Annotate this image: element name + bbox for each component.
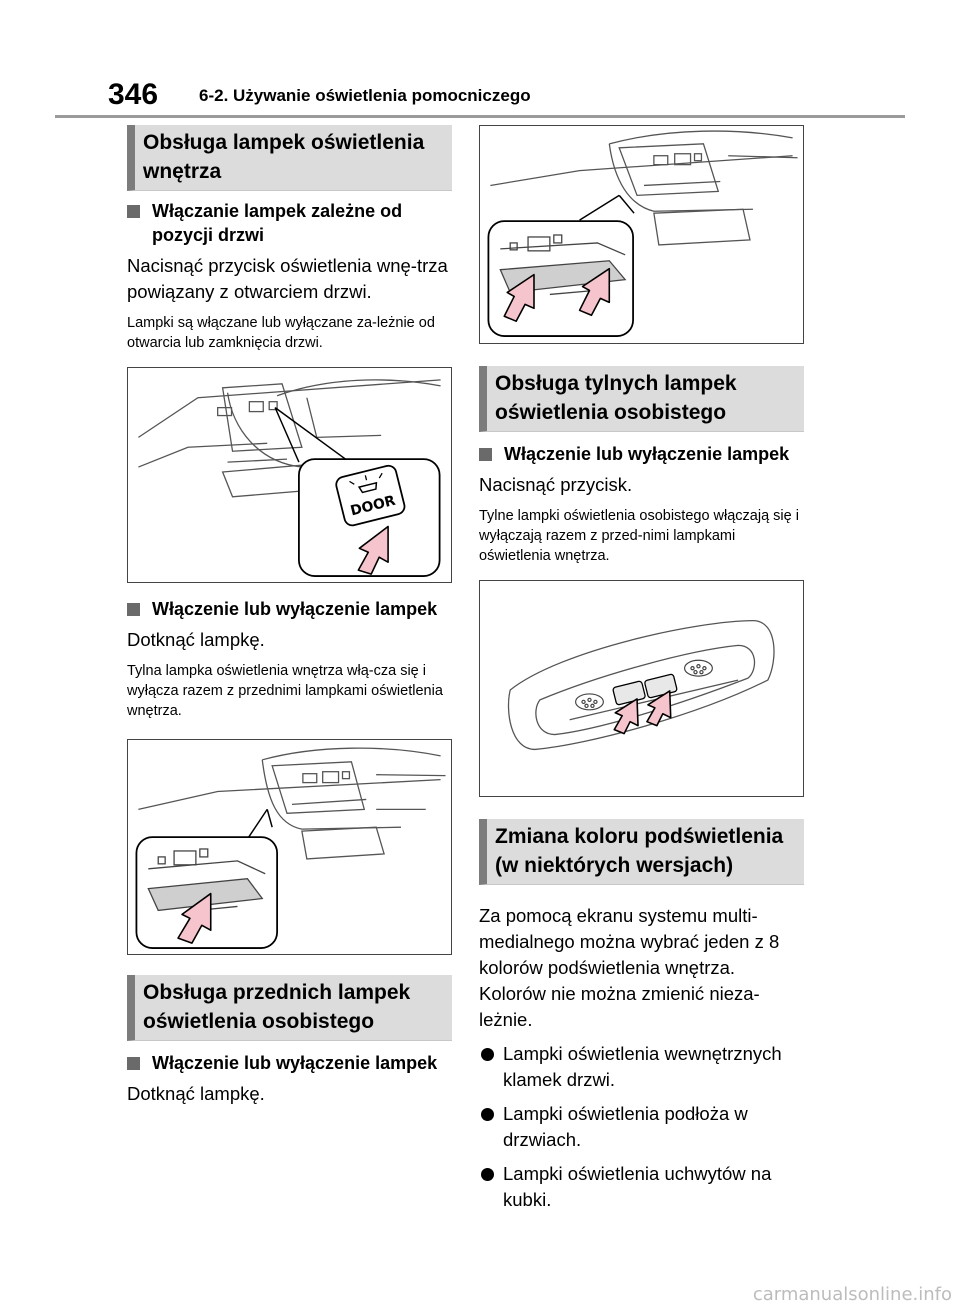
list-item-text: Lampki oświetlenia podłoża w drzwiach. <box>503 1103 748 1150</box>
reading-lamp-left-icon <box>575 693 604 711</box>
subheading-on-off: Włączenie lub wyłączenie lampek <box>127 1051 452 1075</box>
header-title: 6-2. Używanie oświetlenia pomocniczego <box>199 86 531 105</box>
header-rule <box>55 115 905 118</box>
subheading-on-off: Włączenie lub wyłączenie lampek <box>127 597 452 621</box>
rear-personal-lamps-illustration <box>507 619 775 751</box>
figure-door-button: DOOR <box>127 367 452 583</box>
body-text: Dotknąć lampkę. <box>127 1083 265 1104</box>
reading-lamp-right-icon <box>684 659 713 677</box>
body-text: Za pomocą ekranu systemu multi-medialneg… <box>479 905 780 1030</box>
subheading-text: Włączenie lub wyłączenie lampek <box>152 599 438 619</box>
note-text: Lampki są włączane lub wyłączane za-leżn… <box>127 315 435 351</box>
round-bullet-icon <box>481 1048 494 1061</box>
list-item-text: Lampki oświetlenia wewnętrznych klamek d… <box>503 1043 782 1090</box>
right-column: Obsługa tylnych lampek oświetlenia osobi… <box>479 125 804 1213</box>
list-item-text: Lampki oświetlenia uchwytów na kubki. <box>503 1163 772 1210</box>
subheading-on-off: Włączenie lub wyłączenie lampek <box>479 442 804 466</box>
press-arrow-icon <box>357 525 389 575</box>
left-column: Obsługa lampek oświetlenia wnętrza Włącz… <box>127 125 452 1107</box>
watermark: carmanualsonline.info <box>752 1284 952 1305</box>
section-heading-ambient-color: Zmiana koloru podświetlenia (w niektóryc… <box>479 819 804 885</box>
press-arrow-icon <box>646 690 672 727</box>
square-bullet-icon <box>479 448 492 461</box>
press-arrow-icon <box>578 267 611 317</box>
section-heading-front-personal-lights: Obsługa przednich lampek oświetlenia oso… <box>127 975 452 1041</box>
figure-front-personal-lamps <box>479 125 804 344</box>
square-bullet-icon <box>127 205 140 218</box>
press-arrow-icon <box>503 273 535 322</box>
press-arrow-icon <box>177 892 212 944</box>
section-heading-interior-lights: Obsługa lampek oświetlenia wnętrza <box>127 125 452 191</box>
body-text: Nacisnąć przycisk. <box>479 474 633 495</box>
touch-lamp-illustration <box>135 747 446 949</box>
square-bullet-icon <box>127 603 140 616</box>
section-heading-rear-personal-lights: Obsługa tylnych lampek oświetlenia osobi… <box>479 366 804 432</box>
figure-touch-lamp <box>127 739 452 955</box>
figure-rear-personal-lamps <box>479 580 804 797</box>
page-number: 346 <box>108 78 159 111</box>
subheading-text: Włączanie lampek zależne od pozycji drzw… <box>152 201 403 245</box>
body-text: Dotknąć lampkę. <box>127 629 265 650</box>
subheading-door-linked: Włączanie lampek zależne od pozycji drzw… <box>127 199 452 247</box>
round-bullet-icon <box>481 1168 494 1181</box>
subheading-text: Włączenie lub wyłączenie lampek <box>152 1053 438 1073</box>
press-arrow-icon <box>613 698 639 735</box>
body-text: Nacisnąć przycisk oświetlenia wnę-trza p… <box>127 255 448 302</box>
list-item: Lampki oświetlenia wewnętrznych klamek d… <box>479 1041 804 1093</box>
square-bullet-icon <box>127 1057 140 1070</box>
subheading-text: Włączenie lub wyłączenie lampek <box>504 444 790 464</box>
round-bullet-icon <box>481 1108 494 1121</box>
front-personal-lamps-illustration <box>487 130 798 337</box>
door-button-illustration: DOOR <box>138 379 441 577</box>
note-text: Tylna lampka oświetlenia wnętrza włą-cza… <box>127 663 443 719</box>
list-item: Lampki oświetlenia uchwytów na kubki. <box>479 1161 804 1213</box>
list-item: Lampki oświetlenia podłoża w drzwiach. <box>479 1101 804 1153</box>
note-text: Tylne lampki oświetlenia osobistego włąc… <box>479 508 799 564</box>
